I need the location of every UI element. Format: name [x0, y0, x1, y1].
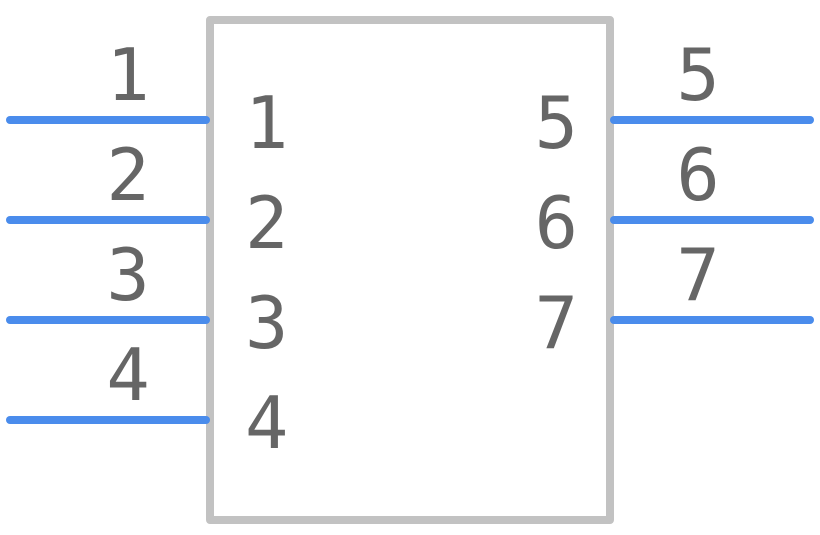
pin-4-outer-label: 4 [106, 333, 149, 417]
pin-7-inner-label: 7 [535, 281, 578, 365]
pin-1-outer-label: 1 [106, 33, 149, 117]
pin-5-inner-label: 5 [535, 81, 578, 165]
pin-6-inner-label: 6 [535, 181, 578, 265]
pin-1-inner-label: 1 [245, 81, 288, 165]
pin-4-inner-label: 4 [245, 381, 288, 465]
pin-6-outer-label: 6 [676, 133, 719, 217]
pin-3-inner-label: 3 [245, 281, 288, 365]
pin-5-outer-label: 5 [676, 33, 719, 117]
pin-2-inner-label: 2 [245, 181, 288, 265]
pin-3-outer-label: 3 [106, 233, 149, 317]
component-body [206, 16, 614, 524]
pin-7-outer-label: 7 [676, 233, 719, 317]
pin-2-outer-label: 2 [106, 133, 149, 217]
